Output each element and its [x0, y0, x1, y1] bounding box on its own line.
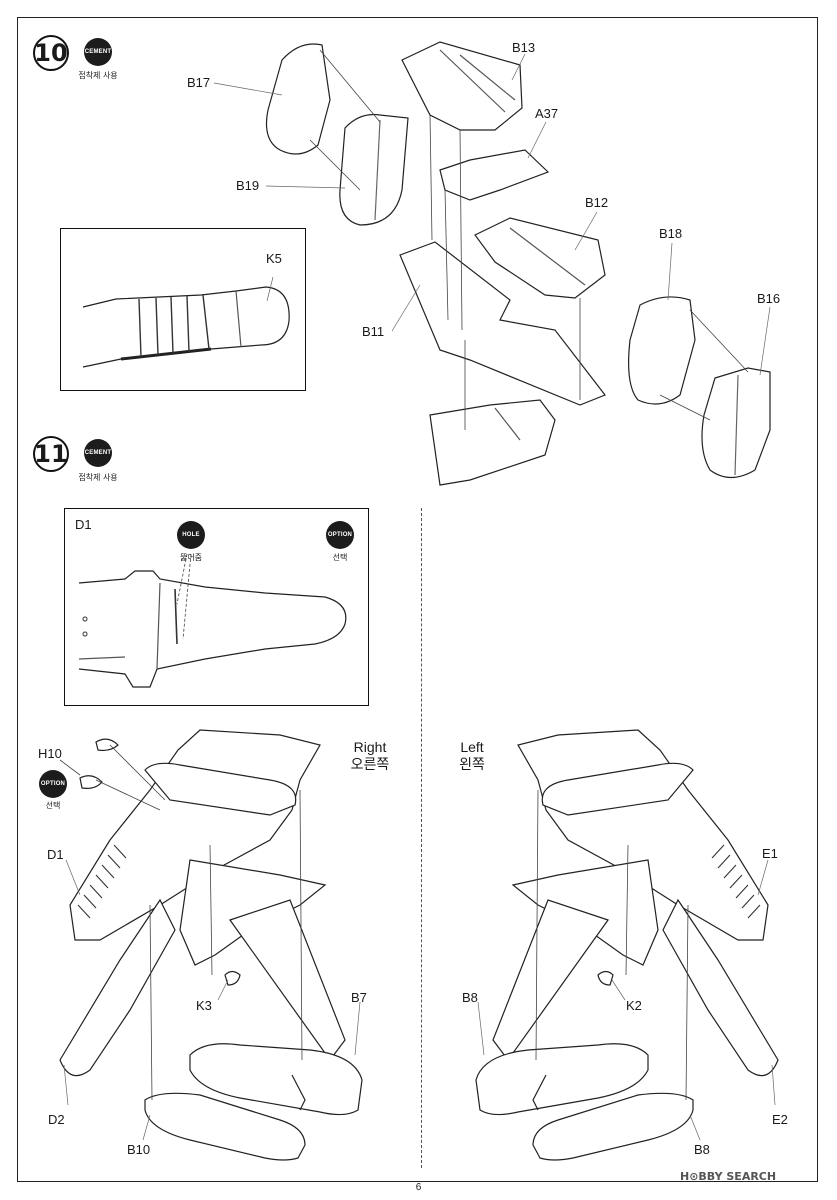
cement-badge: CEMENT: [84, 439, 112, 467]
a37-part: [439, 149, 550, 201]
label-b17: B17: [187, 75, 211, 90]
label-b16: B16: [757, 291, 781, 306]
label-e1: E1: [762, 846, 778, 861]
cement-caption: 접착제 사용: [78, 473, 118, 482]
section-divider: [421, 508, 422, 1168]
b10-part: [144, 1092, 306, 1161]
label-b8-upper: B8: [462, 990, 478, 1005]
label-b12: B12: [585, 195, 609, 210]
cement-caption: 접착제 사용: [78, 71, 118, 80]
page-number: 6: [415, 1182, 422, 1193]
right-wing-title-en: Right: [353, 739, 387, 755]
label-b11: B11: [362, 324, 385, 339]
label-b19: B19: [236, 178, 260, 193]
hole-badge: HOLE: [177, 521, 205, 549]
left-wing-title: Left 왼쪽: [440, 739, 504, 773]
label-b10: B10: [127, 1142, 151, 1157]
b7-part: [189, 1043, 363, 1116]
b8-part: [475, 1043, 649, 1116]
k2-part: [597, 970, 614, 986]
option-caption-right: 선택: [45, 801, 61, 810]
label-b13: B13: [512, 40, 536, 55]
label-a37: A37: [535, 106, 559, 121]
option-caption: 선택: [332, 553, 348, 562]
label-d1-inset: D1: [75, 517, 92, 532]
h10-part: [95, 738, 119, 752]
label-b18: B18: [659, 226, 683, 241]
label-h10: H10: [38, 746, 62, 761]
left-wing-title-ko: 왼쪽: [459, 756, 485, 772]
b13-part: [401, 41, 523, 131]
label-k3: K3: [196, 998, 212, 1013]
b19-part: [339, 113, 409, 226]
cement-badge: CEMENT: [84, 38, 112, 66]
watermark: H⊙BBY SEARCH: [680, 1170, 777, 1183]
h10-part: [79, 775, 103, 789]
step-11-number: 11: [33, 436, 69, 472]
k3-part: [224, 970, 241, 986]
right-wing-title-ko: 오른쪽: [350, 756, 390, 772]
fuselage-tail: [429, 399, 556, 486]
label-e2: E2: [772, 1112, 788, 1127]
b17-part: [265, 43, 331, 155]
page-frame: [17, 17, 818, 1182]
label-b7: B7: [351, 990, 367, 1005]
label-k5: K5: [266, 251, 282, 266]
hole-caption: 뚫어줌: [179, 553, 203, 562]
k5-detail-drawing: [82, 276, 290, 368]
label-b8-lower: B8: [694, 1142, 710, 1157]
option-badge: OPTION: [326, 521, 354, 549]
step-10-number: 10: [33, 35, 69, 71]
left-wing-title-en: Left: [460, 739, 484, 755]
label-d1-right: D1: [47, 847, 64, 862]
left-lower-wing-e2: [662, 898, 779, 1077]
label-d2: D2: [48, 1112, 65, 1127]
d1-detail-inset: D1 HOLE 뚫어줌 OPTION 선택: [64, 508, 369, 706]
label-k2: K2: [626, 998, 642, 1013]
option-badge-right: OPTION: [39, 770, 67, 798]
k5-detail-inset: K5: [60, 228, 306, 391]
b8-lower-part: [532, 1092, 694, 1161]
right-wing-title: Right 오른쪽: [338, 739, 402, 773]
d1-detail-drawing: [78, 553, 347, 688]
b12-part: [474, 217, 606, 299]
